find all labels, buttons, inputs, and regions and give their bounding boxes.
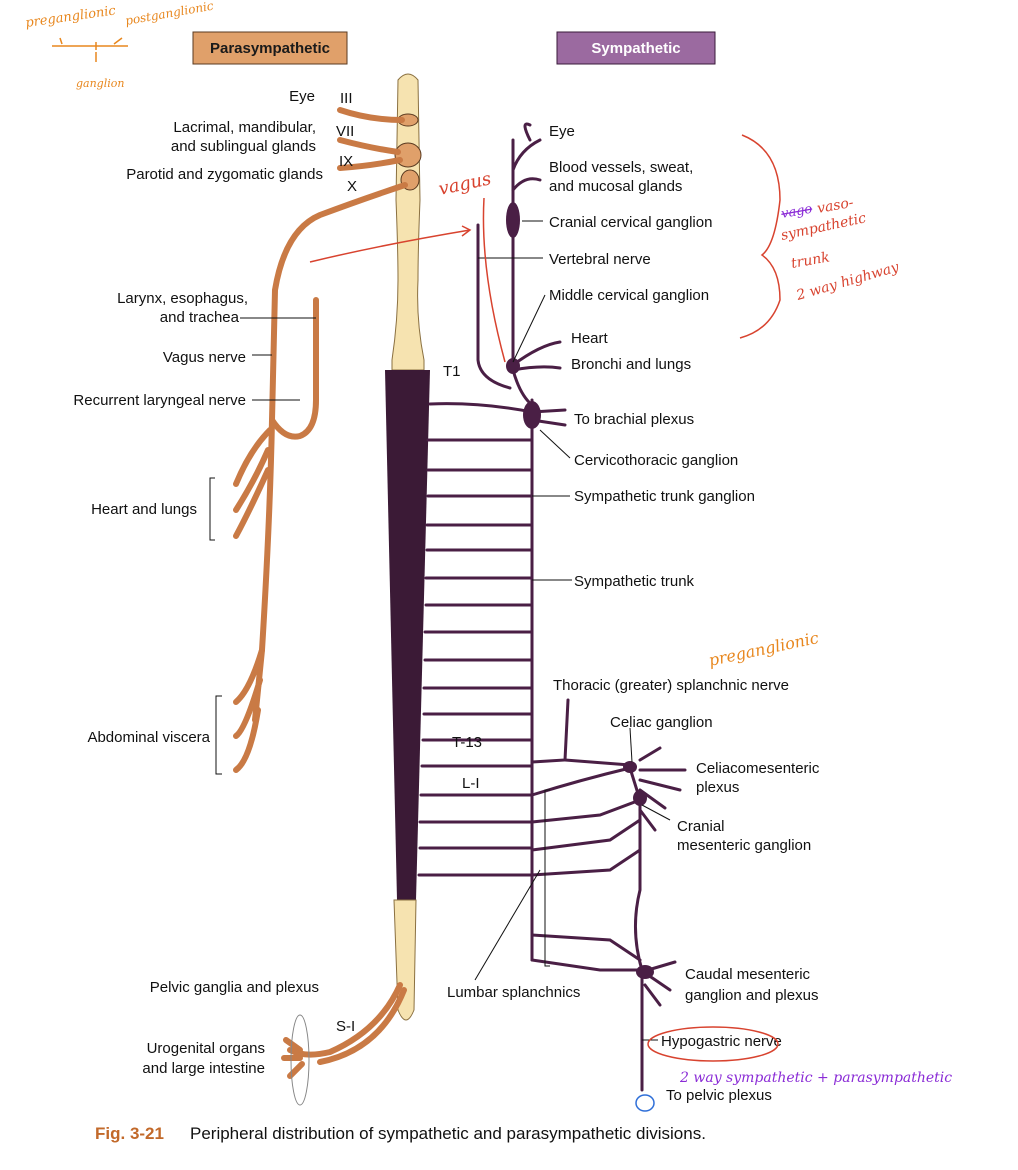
para-urogenital-label-1: Urogenital organs <box>147 1040 265 1057</box>
sympathetic-title: Sympathetic <box>591 40 680 57</box>
symp-trunk-label: Sympathetic trunk <box>574 573 695 590</box>
symp-cranial-mes-label-1: Cranial <box>677 818 725 835</box>
symp-hypogastric-label: Hypogastric nerve <box>661 1033 782 1050</box>
note-trunk: trunk <box>790 249 831 272</box>
note-two-way: 2 way sympathetic + parasympathetic <box>679 1070 952 1086</box>
symp-caudal-label-1: Caudal mesenteric <box>685 966 811 983</box>
para-larynx-label-1: Larynx, esophagus, <box>117 290 248 307</box>
para-larynx-label-2: and trachea <box>160 309 240 326</box>
symp-vertebral-label: Vertebral nerve <box>549 251 651 268</box>
parasympathetic-nerves <box>233 107 408 1079</box>
para-urogenital-label-2: and large intestine <box>142 1060 265 1077</box>
note-postganglionic: postganglionic <box>124 0 215 28</box>
symp-caudal-label-2: ganglion and plexus <box>685 987 818 1004</box>
symp-trunk-ganglion-label: Sympathetic trunk ganglion <box>574 488 755 505</box>
cn-vii: VII <box>336 123 354 140</box>
note-vaso: vaso- <box>816 195 855 217</box>
symp-cranial-cervical-label: Cranial cervical ganglion <box>549 214 712 231</box>
symp-eye-label: Eye <box>549 123 575 140</box>
symp-vessels-label-1: Blood vessels, sweat, <box>549 159 693 176</box>
para-lacrimal-label-1: Lacrimal, mandibular, <box>173 119 316 136</box>
para-eye-label: Eye <box>289 88 315 105</box>
segment-s1: S-I <box>336 1018 355 1035</box>
para-vagus-label: Vagus nerve <box>163 349 246 366</box>
para-pelvic-label: Pelvic ganglia and plexus <box>150 979 319 996</box>
para-recurrent-label: Recurrent laryngeal nerve <box>73 392 246 409</box>
symp-celiac-label: Celiac ganglion <box>610 714 713 731</box>
figure-caption: Fig. 3-21 Peripheral distribution of sym… <box>95 1124 706 1143</box>
parasympathetic-header: Parasympathetic <box>192 31 348 65</box>
symp-brachial-label: To brachial plexus <box>574 411 694 428</box>
symp-celiaco-label-1: Celiacomesenteric <box>696 760 820 777</box>
para-heart-lungs-label: Heart and lungs <box>91 501 197 518</box>
note-preganglionic-2: preganglionic <box>707 628 820 670</box>
symp-cranial-mes-label-2: mesenteric ganglion <box>677 837 811 854</box>
note-vagus: vagus <box>437 168 493 200</box>
parasympathetic-title: Parasympathetic <box>210 40 330 57</box>
pelvic-ganglion-outline <box>290 1014 310 1106</box>
symp-pelvic-plexus-label: To pelvic plexus <box>666 1087 772 1104</box>
leader-lines <box>209 220 671 1041</box>
para-abdominal-label: Abdominal viscera <box>87 729 210 746</box>
symp-heart-label: Heart <box>571 330 609 347</box>
cn-x: X <box>347 178 357 195</box>
segment-l1: L-I <box>462 775 480 792</box>
symp-splanchnic-label: Thoracic (greater) splanchnic nerve <box>553 677 789 694</box>
symp-cervicothoracic-label: Cervicothoracic ganglion <box>574 452 738 469</box>
segment-t1: T1 <box>443 363 461 380</box>
symp-middle-cervical-label: Middle cervical ganglion <box>549 287 709 304</box>
note-ganglion: ganglion <box>76 77 124 90</box>
note-preganglionic: preganglionic <box>24 3 117 31</box>
sympathetic-nerves <box>417 122 687 1092</box>
sympathetic-header: Sympathetic <box>556 31 716 65</box>
cn-ix: IX <box>339 153 353 170</box>
sympathetic-ganglia <box>506 202 654 979</box>
spinal-cord <box>385 73 430 1021</box>
para-parotid-label: Parotid and zygomatic glands <box>126 166 323 183</box>
caption-number: Fig. 3-21 <box>95 1124 164 1143</box>
cn-iii: III <box>340 90 353 107</box>
symp-lumbar-label: Lumbar splanchnics <box>447 984 580 1001</box>
symp-celiaco-label-2: plexus <box>696 779 739 796</box>
caption-text: Peripheral distribution of sympathetic a… <box>190 1124 706 1143</box>
symp-bronchi-label: Bronchi and lungs <box>571 356 691 373</box>
symp-vessels-label-2: and mucosal glands <box>549 178 682 195</box>
segment-t13: T-13 <box>452 734 482 751</box>
para-lacrimal-label-2: and sublingual glands <box>171 138 316 155</box>
note-vago-strike: vago <box>780 202 814 222</box>
